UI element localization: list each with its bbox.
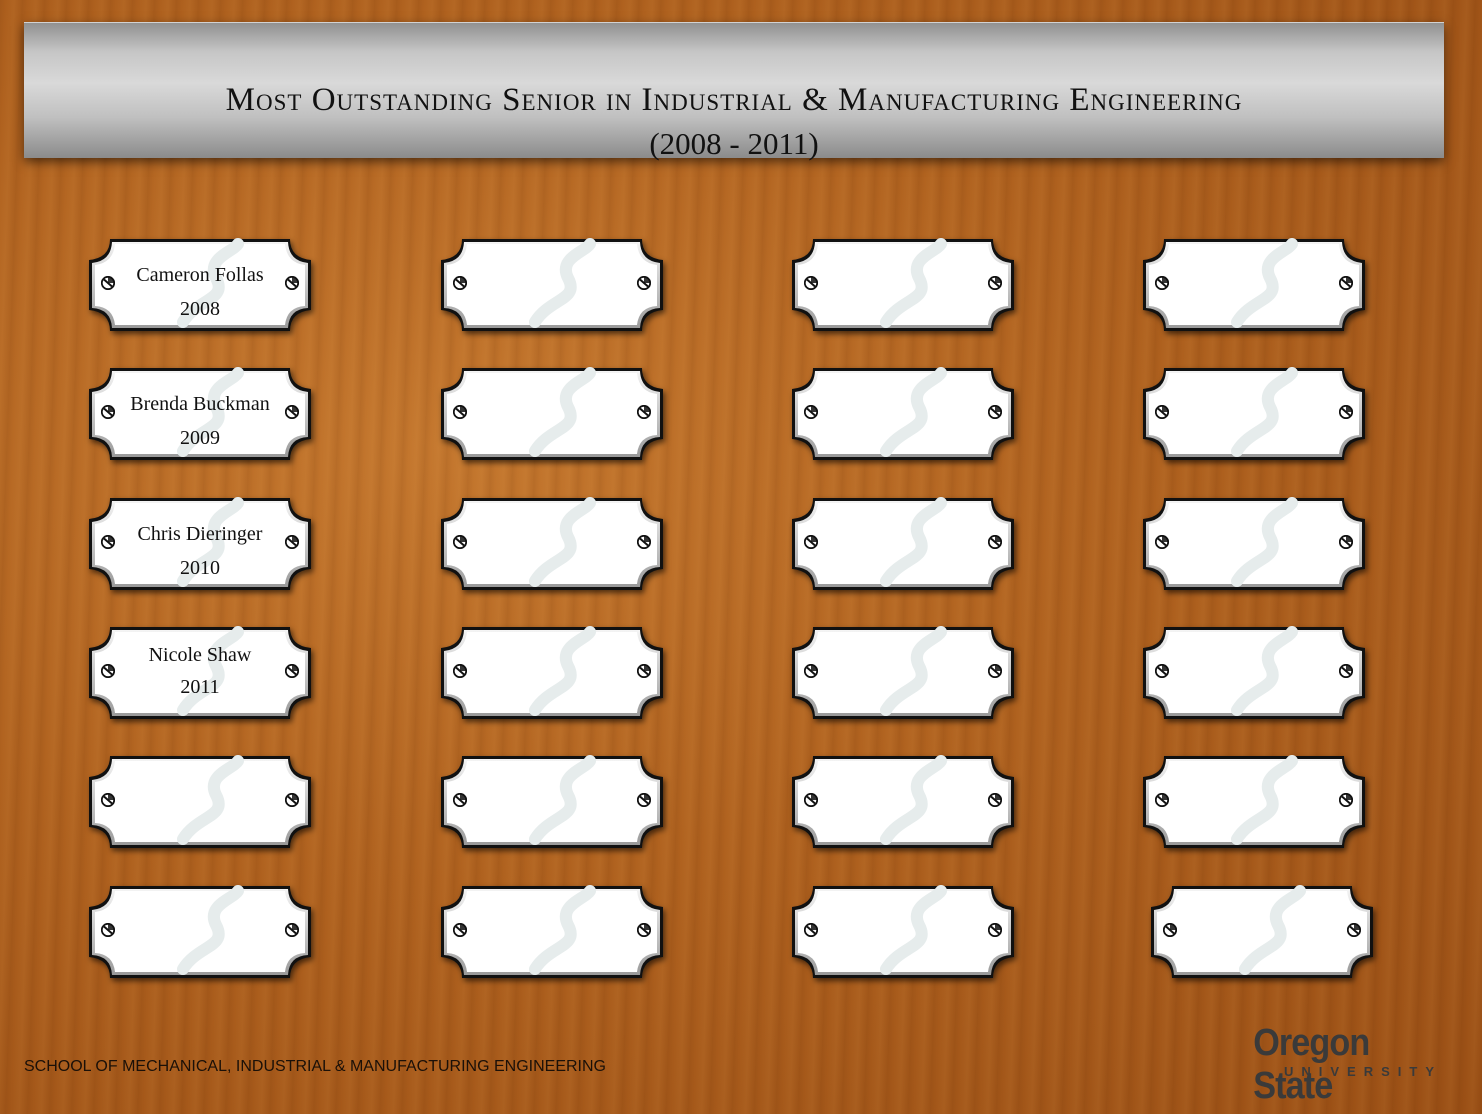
screw-icon [1339,276,1353,290]
screw-icon [804,535,818,549]
name-plaque [1142,367,1366,461]
name-plaque [791,626,1015,720]
plaque-name: Brenda Buckman [130,393,270,415]
screw-icon [988,405,1002,419]
name-plaque [1142,626,1366,720]
screw-icon [1155,405,1169,419]
name-plaque: Nicole Shaw 2011 [88,626,312,720]
school-name: SCHOOL OF MECHANICAL, INDUSTRIAL & MANUF… [24,1058,606,1075]
screw-icon [285,405,299,419]
plaque-year: 2011 [180,676,220,698]
logo-wordmark: Oregon State [1253,1022,1370,1107]
osu-logo: Oregon State UNIVERSITY [1232,1022,1444,1107]
screw-icon [637,276,651,290]
plaque-name: Nicole Shaw [148,644,252,666]
name-plaque [791,755,1015,849]
screw-icon [453,793,467,807]
screw-icon [285,664,299,678]
screw-icon [285,535,299,549]
plaque-year: 2010 [180,557,220,579]
screw-icon [1155,793,1169,807]
screw-icon [988,664,1002,678]
screw-icon [804,923,818,937]
name-plaque [1150,885,1374,979]
name-plaque [440,885,664,979]
screw-icon [1339,793,1353,807]
screw-icon [1339,664,1353,678]
name-plaque [440,755,664,849]
name-plaque [88,885,312,979]
name-plaque [440,367,664,461]
screw-icon [285,793,299,807]
name-plaque [440,497,664,591]
screw-icon [1155,535,1169,549]
name-plaque [1142,238,1366,332]
screw-icon [453,923,467,937]
screw-icon [285,923,299,937]
screw-icon [453,276,467,290]
screw-icon [101,923,115,937]
name-plaque [1142,497,1366,591]
name-plaque: Brenda Buckman 2009 [88,367,312,461]
screw-icon [285,276,299,290]
plaque-name: Chris Dieringer [137,523,263,545]
screw-icon [453,664,467,678]
plaque-year: 2009 [180,427,220,449]
plaque-name: Cameron Follas [136,264,264,286]
screw-icon [804,276,818,290]
screw-icon [1339,535,1353,549]
name-plaque: Chris Dieringer 2010 [88,497,312,591]
screw-icon [101,535,115,549]
screw-icon [988,535,1002,549]
title-plate: Most Outstanding Senior in Industrial & … [24,22,1444,161]
name-plaque: Cameron Follas 2008 [88,238,312,332]
screw-icon [1163,923,1177,937]
logo-subtitle: UNIVERSITY [1283,1064,1442,1079]
name-plaque [791,885,1015,979]
screw-icon [453,405,467,419]
screw-icon [637,793,651,807]
screw-icon [1339,405,1353,419]
screw-icon [101,664,115,678]
screw-icon [988,793,1002,807]
name-plaque [88,755,312,849]
screw-icon [101,276,115,290]
name-plaque [440,626,664,720]
screw-icon [637,535,651,549]
name-plaque [791,497,1015,591]
screw-icon [804,405,818,419]
screw-icon [101,793,115,807]
screw-icon [453,535,467,549]
screw-icon [637,923,651,937]
page-subtitle: (2008 - 2011) [649,126,819,161]
plaque-year: 2008 [180,298,220,320]
screw-icon [1155,664,1169,678]
screw-icon [988,923,1002,937]
screw-icon [101,405,115,419]
screw-icon [804,793,818,807]
screw-icon [1155,276,1169,290]
name-plaque [791,238,1015,332]
screw-icon [637,664,651,678]
name-plaque [1142,755,1366,849]
name-plaque [440,238,664,332]
screw-icon [1347,923,1361,937]
screw-icon [637,405,651,419]
name-plaque [791,367,1015,461]
screw-icon [804,664,818,678]
screw-icon [988,276,1002,290]
page-title: Most Outstanding Senior in Industrial & … [225,82,1243,118]
